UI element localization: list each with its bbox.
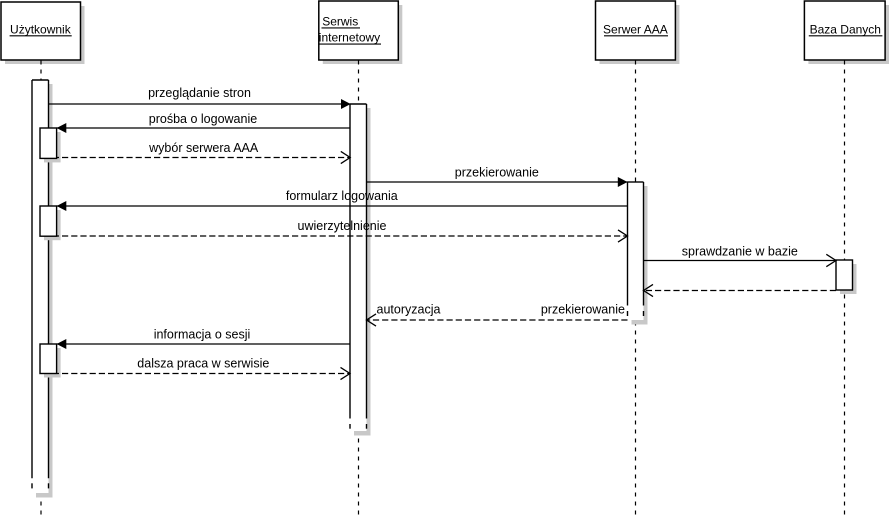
svg-text:autoryzacja: autoryzacja — [377, 303, 441, 317]
svg-text:prośba o logowanie: prośba o logowanie — [149, 112, 257, 126]
svg-text:Użytkownik: Użytkownik — [10, 22, 72, 36]
svg-text:internetowy: internetowy — [319, 31, 380, 45]
svg-text:Serwis: Serwis — [322, 14, 358, 28]
svg-text:Serwer AAA: Serwer AAA — [603, 22, 668, 36]
svg-text:przekierowanie: przekierowanie — [455, 165, 539, 179]
svg-text:przeglądanie stron: przeglądanie stron — [148, 86, 251, 100]
svg-text:Baza Danych: Baza Danych — [810, 22, 881, 36]
svg-text:wybór serwera AAA: wybór serwera AAA — [148, 141, 259, 155]
svg-text:sprawdzanie w bazie: sprawdzanie w bazie — [682, 245, 798, 259]
svg-text:dalsza praca w serwisie: dalsza praca w serwisie — [137, 357, 269, 371]
svg-text:uwierzytelnienie: uwierzytelnienie — [298, 219, 387, 233]
svg-text:informacja o sesji: informacja o sesji — [154, 328, 251, 342]
svg-text:formularz logowania: formularz logowania — [286, 189, 398, 203]
svg-text:przekierowanie: przekierowanie — [541, 303, 625, 317]
